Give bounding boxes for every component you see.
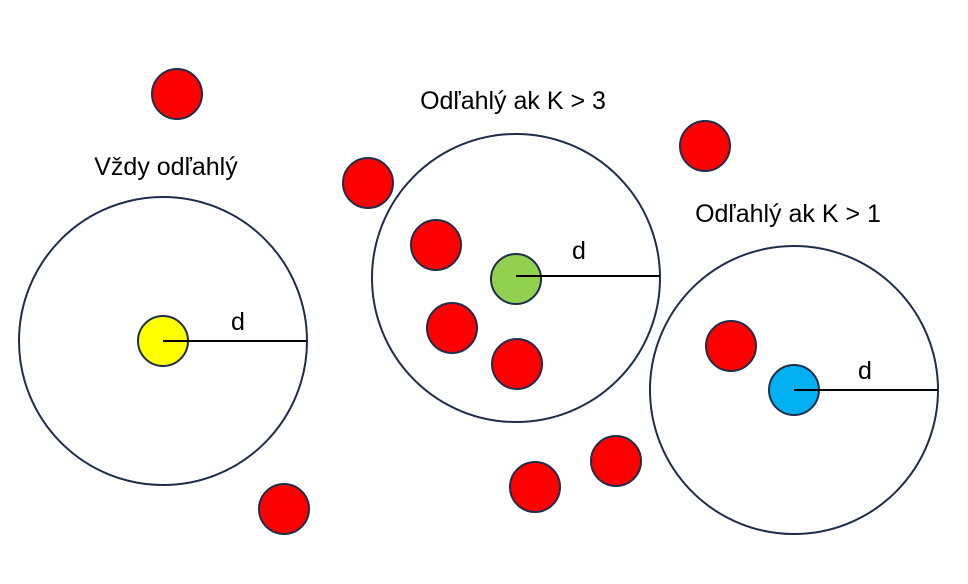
neighborhood-circle-1 — [18, 196, 308, 486]
red-point — [491, 338, 543, 390]
group-title-always-outlier: Vždy odľahlý — [94, 153, 238, 181]
red-point — [410, 219, 462, 271]
center-point-green — [490, 253, 542, 305]
radius-label-3: d — [858, 357, 872, 385]
neighborhood-circle-2 — [371, 133, 661, 423]
red-point — [590, 435, 642, 487]
red-point — [342, 157, 394, 209]
red-point — [258, 483, 310, 535]
radius-label-2: d — [572, 237, 586, 265]
radius-label-1: d — [231, 308, 245, 336]
red-point — [151, 68, 203, 120]
group-title-outlier-k1: Odľahlý ak K > 1 — [695, 200, 881, 228]
red-point — [509, 461, 561, 513]
red-point — [679, 120, 731, 172]
red-point — [705, 320, 757, 372]
red-point — [426, 302, 478, 354]
group-title-outlier-k3: Odľahlý ak K > 3 — [420, 87, 606, 115]
